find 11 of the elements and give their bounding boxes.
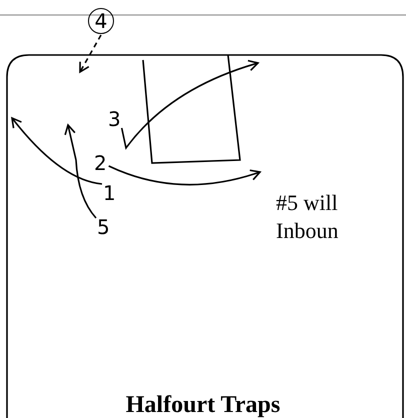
movement-arrow — [11, 117, 102, 185]
movement-arrow — [120, 60, 259, 149]
movement-arrow — [108, 165, 261, 186]
diagram-title: Halfourt Traps — [124, 392, 282, 418]
player-number: 1 — [103, 182, 116, 204]
movement-arrow — [64, 124, 97, 219]
pass-arrow — [79, 34, 102, 73]
player-number: 2 — [94, 152, 107, 174]
player-number: 5 — [97, 216, 110, 238]
player-number: 3 — [108, 108, 121, 130]
circled-player-number: 4 — [88, 8, 114, 34]
